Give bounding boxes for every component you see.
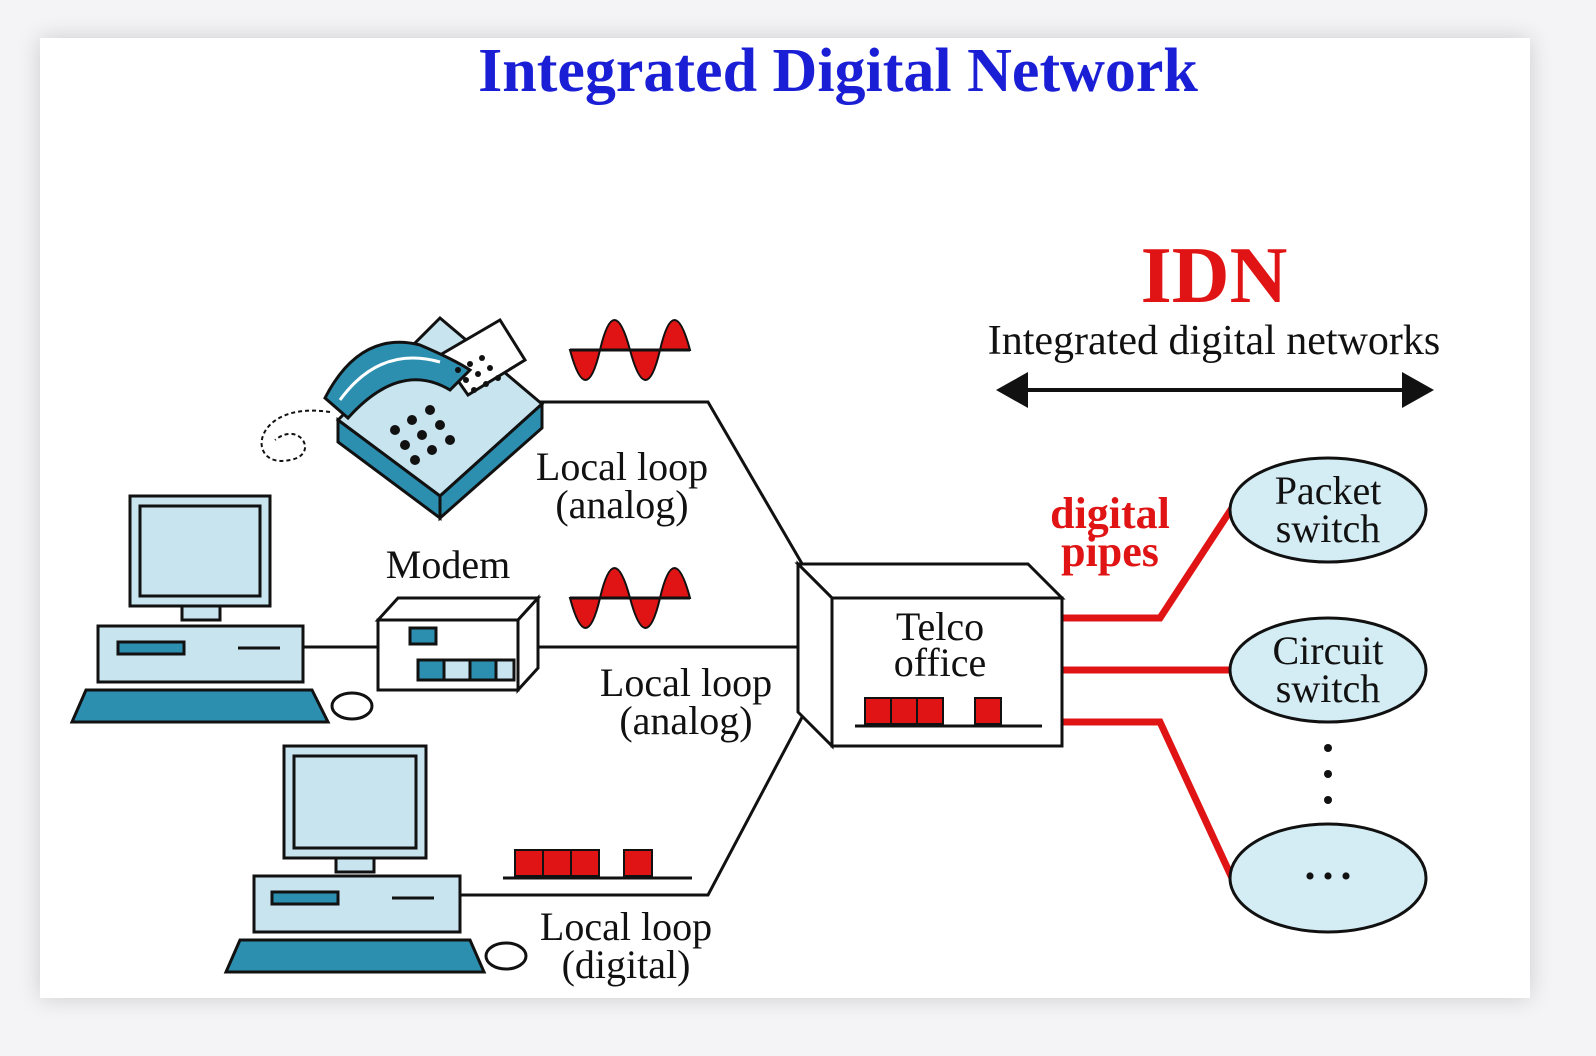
digital-pipes-line1: digital [1050, 489, 1170, 538]
loop-analog-modem-line2: (analog) [619, 698, 752, 743]
circuit-switch-node [1228, 616, 1428, 724]
computer-1-icon [69, 494, 374, 724]
other-switch-node [1228, 822, 1428, 934]
telco-office-line1: Telco [896, 604, 984, 649]
loop-analog-phone-line1: Local loop [536, 444, 708, 489]
vertical-ellipsis-icon [1324, 744, 1332, 804]
circuit-switch-line1: Circuit [1272, 628, 1383, 673]
telco-office-line2: office [894, 640, 987, 685]
digital-pipe-lines [1062, 506, 1236, 880]
telephone-icon [260, 315, 545, 522]
modem-label: Modem [386, 542, 510, 587]
packet-switch-line2: switch [1276, 506, 1380, 551]
digital-pipes-line2: pipes [1061, 527, 1159, 576]
page-title: Integrated Digital Network [478, 37, 1198, 105]
circuit-switch-line2: switch [1276, 666, 1380, 711]
loop-analog-modem-line1: Local loop [600, 660, 772, 705]
telco-office-icon [794, 560, 1066, 750]
local-loop-lines [300, 400, 815, 897]
computer-2-icon [223, 744, 528, 974]
packet-switch-node [1228, 456, 1428, 564]
idn-subtitle: Integrated digital networks [988, 318, 1441, 364]
analog-wave-icon [568, 319, 692, 381]
packet-switch-line1: Packet [1275, 468, 1382, 513]
loop-digital-line2: (digital) [562, 942, 691, 987]
loop-analog-phone-line2: (analog) [555, 482, 688, 527]
other-switch-label: • • • [1305, 860, 1352, 893]
double-arrow-icon [996, 372, 1434, 408]
idn-acronym: IDN [1141, 232, 1288, 320]
digital-signal-icon [503, 849, 692, 880]
loop-digital-line1: Local loop [540, 904, 712, 949]
modem-icon [374, 594, 542, 694]
analog-wave-icon [568, 567, 692, 629]
